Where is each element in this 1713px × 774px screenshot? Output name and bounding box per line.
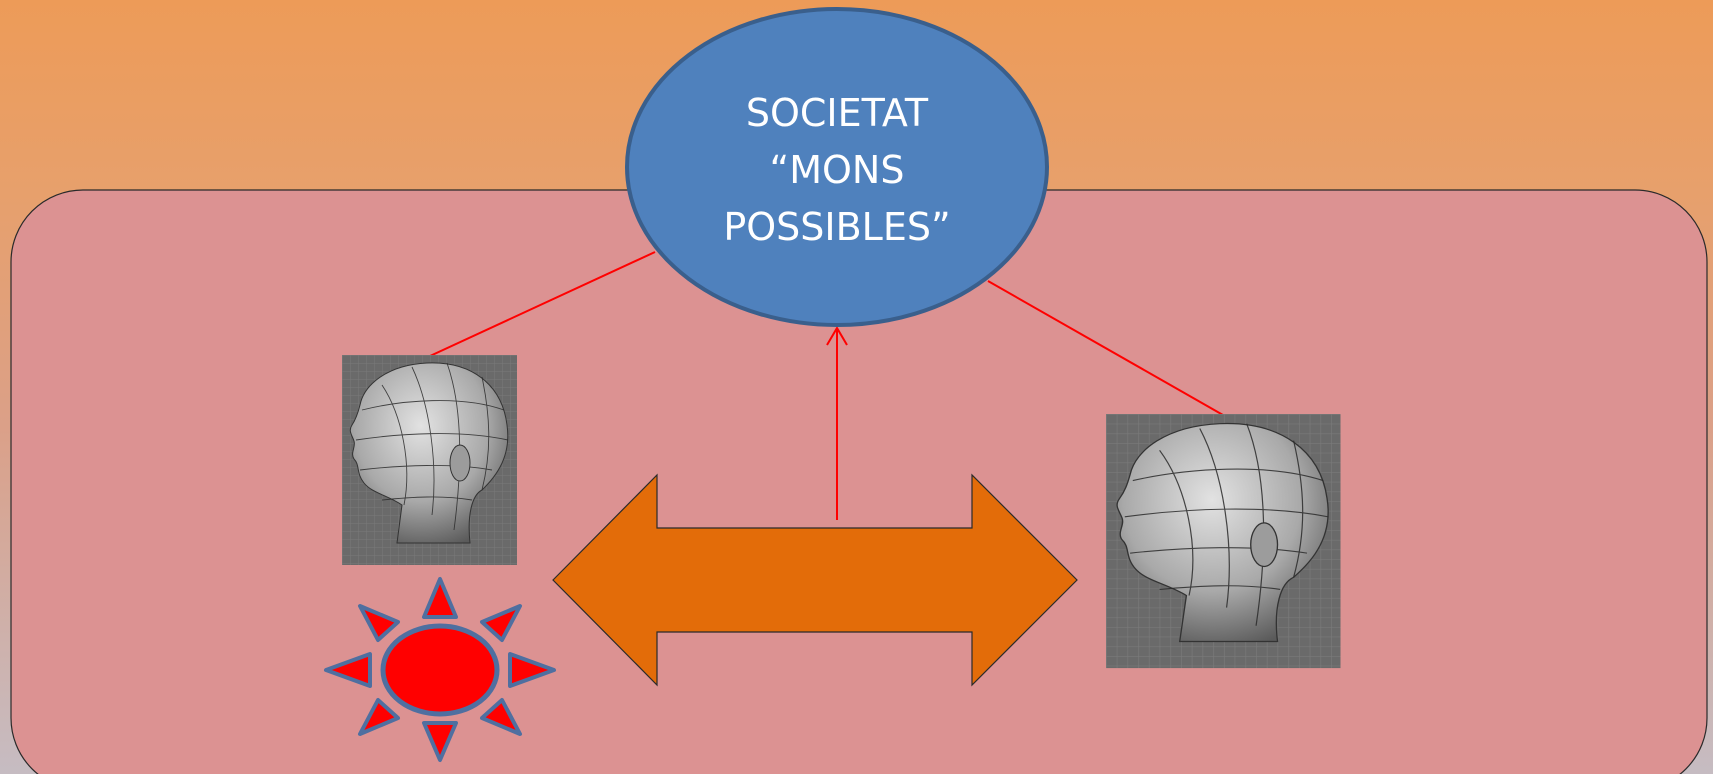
arrowhead-up-icon — [826, 326, 848, 346]
wireframe-head-icon-left — [341, 354, 518, 566]
central-node-line-1: SOCIETAT — [745, 91, 929, 135]
sun-icon — [324, 577, 556, 762]
central-node-line-3: POSSIBLES” — [723, 205, 951, 249]
connector-right-head — [987, 280, 1224, 416]
central-node-label: SOCIETAT “MONS POSSIBLES” — [660, 85, 1014, 256]
connector-left-head — [429, 251, 656, 357]
central-ellipse — [625, 7, 1049, 327]
wireframe-head-icon-right — [1105, 413, 1342, 669]
central-node-line-2: “MONS — [769, 148, 905, 192]
double-arrow-icon — [552, 473, 1078, 687]
